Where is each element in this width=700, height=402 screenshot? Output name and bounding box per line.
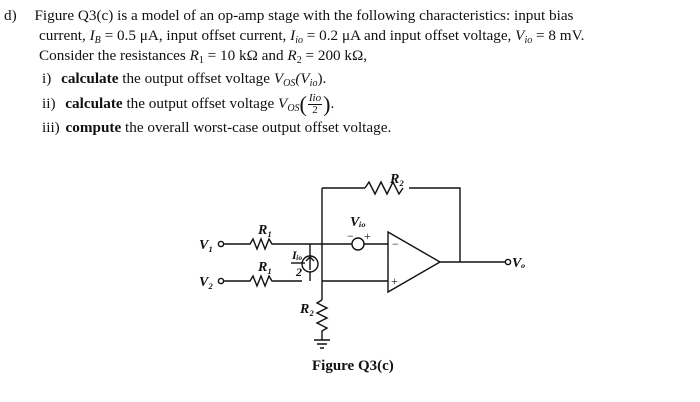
ib-symbol: I	[89, 27, 95, 44]
vio-subscript: io	[524, 35, 533, 46]
text-consider: Consider the resistances	[39, 47, 190, 64]
arg-close: ).	[317, 70, 327, 87]
v1-terminal	[217, 240, 225, 248]
question-line-2: current, IB = 0.5 μA, input offset curre…	[4, 26, 694, 46]
text-ib-value: = 0.5 μA, input offset current,	[100, 27, 291, 44]
figure-caption: Figure Q3(c)	[312, 358, 394, 374]
item-end: .	[330, 94, 335, 112]
item-number: ii)	[42, 94, 56, 112]
label-r1-bottom: R₁	[257, 260, 272, 275]
vio-minus-sign: −	[347, 229, 354, 243]
question-d: d) Figure Q3(c) is a model of an op-amp …	[4, 6, 694, 138]
current-arrow	[305, 256, 315, 270]
vos-subscript: OS	[283, 78, 296, 89]
r1-subscript: 1	[198, 55, 204, 66]
fraction-denominator: 2	[312, 104, 318, 116]
r2-feedback-resistor	[364, 180, 404, 196]
item-text: the overall worst-case output offset vol…	[121, 119, 392, 136]
vos-symbol: V	[273, 70, 284, 87]
text-r1-value: = 10 kΩ and	[203, 47, 288, 64]
question-text-1: Figure Q3(c) is a model of an op-amp sta…	[34, 7, 574, 24]
text-current: current,	[39, 27, 90, 44]
vos-subscript: OS	[287, 102, 300, 114]
opamp-plus-sign: +	[391, 274, 398, 288]
ground-icon	[314, 339, 330, 349]
item-ii: ii) calculate the output offset voltage …	[4, 93, 694, 116]
item-number: iii)	[42, 119, 60, 136]
text-iio-value: = 0.2 μA and input offset voltage,	[303, 27, 516, 44]
opamp-minus-sign: −	[392, 237, 399, 251]
label-r2-feedback: R₂	[389, 172, 404, 187]
r1-bottom-resistor	[224, 274, 302, 288]
ib-subscript: B	[94, 35, 101, 46]
arg-subscript: io	[309, 78, 318, 89]
v2-terminal	[217, 277, 225, 285]
r2-ground-resistor	[315, 299, 329, 340]
vo-terminal	[504, 258, 512, 266]
iio-subscript: io	[295, 35, 303, 46]
item-verb: calculate	[65, 94, 123, 112]
label-v2: V₂	[199, 275, 213, 290]
open-paren: (	[299, 91, 307, 117]
iio-symbol: I	[290, 27, 296, 44]
label-v1: V₁	[199, 238, 213, 253]
vio-symbol: V	[515, 27, 525, 44]
question-line-3: Consider the resistances R1 = 10 kΩ and …	[4, 46, 694, 66]
r2-symbol: R	[287, 47, 297, 64]
opamp-triangle	[387, 230, 442, 294]
item-verb: compute	[65, 119, 122, 136]
vio-source	[351, 237, 365, 251]
close-paren: )	[323, 91, 331, 117]
item-text: the output offset voltage	[122, 94, 279, 112]
label-iio: Iᵢₒ	[291, 248, 303, 262]
r1-symbol: R	[189, 47, 199, 64]
label-r1-top: R₁	[257, 223, 272, 238]
label-vo: Vₒ	[512, 256, 525, 271]
text-vio-value: = 8 mV.	[532, 27, 585, 44]
vio-plus-sign: +	[364, 229, 371, 243]
r2-subscript: 2	[296, 55, 302, 66]
fraction-numerator: Iio	[307, 92, 323, 105]
item-number: i)	[42, 70, 52, 87]
r1-top-resistor	[224, 237, 322, 251]
item-i: i) calculate the output offset voltage V…	[4, 69, 694, 89]
label-r2-ground: R₂	[299, 302, 314, 317]
item-text: the output offset voltage	[118, 70, 274, 87]
item-verb: calculate	[61, 70, 119, 87]
vos-symbol: V	[278, 94, 288, 112]
text-r2-value: = 200 kΩ,	[301, 47, 368, 64]
label-iio-denominator: 2	[295, 265, 302, 279]
label-vio: Vᵢₒ	[350, 215, 366, 230]
question-label: d)	[4, 7, 17, 24]
arg-symbol: (V	[295, 70, 310, 87]
feedback-wire-right	[409, 187, 461, 262]
question-line-1: d) Figure Q3(c) is a model of an op-amp …	[4, 6, 694, 26]
item-iii: iii) compute the overall worst-case outp…	[4, 118, 694, 138]
